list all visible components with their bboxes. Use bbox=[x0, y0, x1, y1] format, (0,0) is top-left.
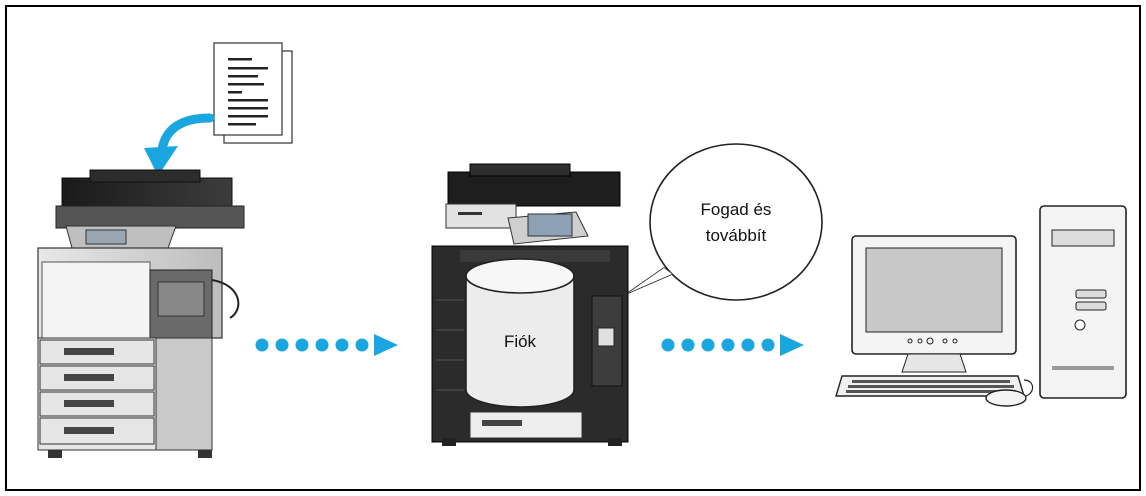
computer-icon bbox=[836, 206, 1126, 406]
box-cylinder-icon: Fiók bbox=[466, 259, 574, 407]
flow-arrow-icon bbox=[662, 334, 805, 356]
box-label: Fiók bbox=[504, 332, 537, 351]
bubble-text-line1: Fogad és bbox=[701, 200, 772, 219]
bubble-text-line2: továbbít bbox=[706, 226, 767, 245]
flow-arrow-icon bbox=[256, 334, 399, 356]
source-copier-icon bbox=[38, 170, 244, 458]
speech-bubble-icon: Fogad és továbbít bbox=[628, 144, 822, 300]
feed-arrow-icon bbox=[144, 118, 210, 176]
document-icon bbox=[214, 43, 292, 143]
